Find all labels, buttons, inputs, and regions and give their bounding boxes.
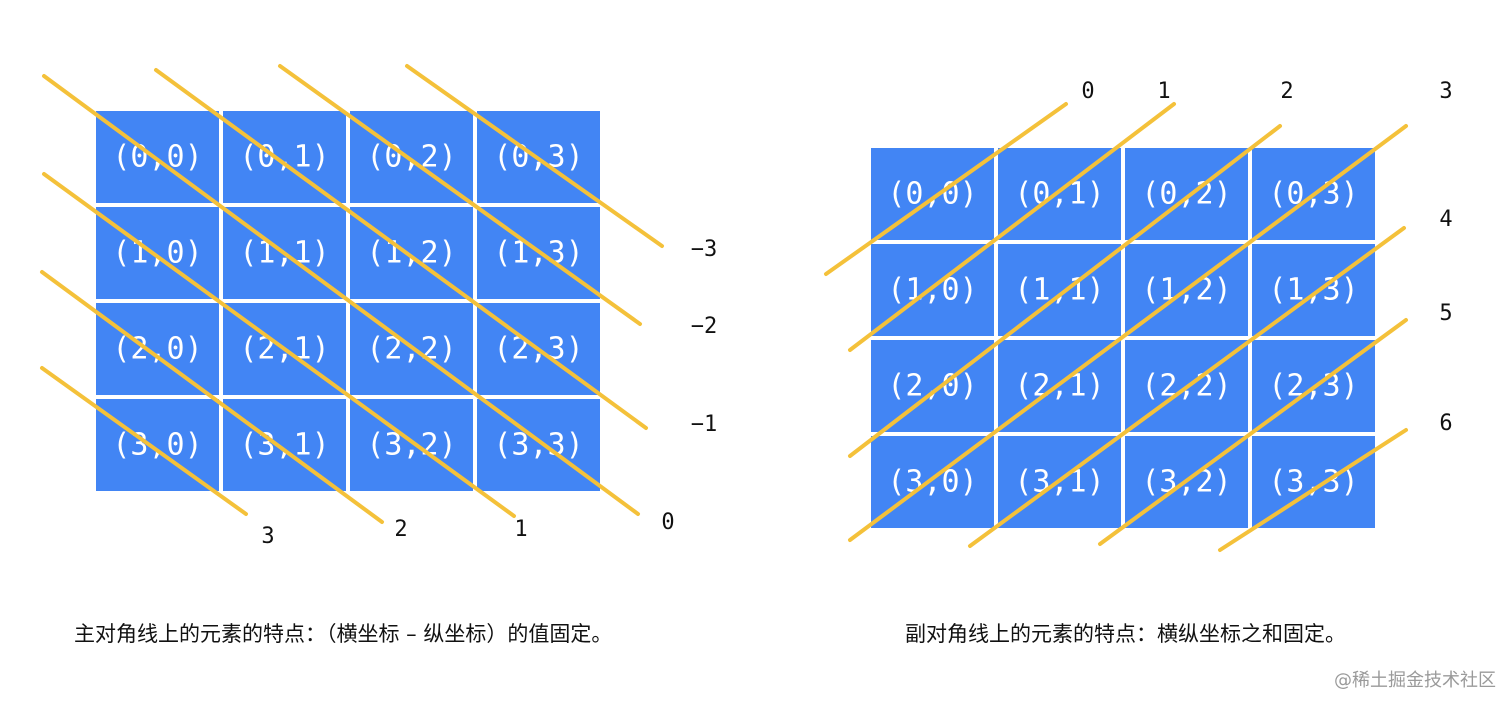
cell-label: (1,0) (887, 273, 977, 308)
anti-diagonal-label-3: 3 (1439, 79, 1452, 104)
anti-diagonal-line-2 (848, 124, 1282, 458)
anti-diagonal-label-5: 5 (1439, 301, 1452, 326)
cell-label: (3,3) (493, 428, 583, 463)
anti-diagonal-line-4 (968, 226, 1406, 548)
main-diagonal-line-0 (405, 64, 664, 248)
cell-box (96, 399, 219, 491)
cell-box (1252, 436, 1375, 528)
cell-box (1252, 244, 1375, 336)
main-diagonal-line-2 (154, 68, 648, 430)
anti-cell-0-1: (0,1) (998, 148, 1121, 240)
anti-diagonal-line-6 (1218, 428, 1408, 552)
anti-diagonal-labels: 0 1 2 3 4 5 6 (1081, 79, 1452, 436)
cell-label: (3,0) (112, 428, 202, 463)
anti-diagonal-line-1 (848, 102, 1176, 352)
cell-box (998, 244, 1121, 336)
cell-box (350, 207, 473, 299)
main-cell-1-2: (1,2) (350, 207, 473, 299)
cell-label: (0,2) (1141, 177, 1231, 212)
anti-cell-0-2: (0,2) (1125, 148, 1248, 240)
anti-diagonal-label-6: 6 (1439, 411, 1452, 436)
anti-diagonal-label-0: 0 (1081, 79, 1094, 104)
cell-box (96, 207, 219, 299)
anti-diagonal-label-2: 2 (1280, 79, 1293, 104)
cell-label: (1,3) (1268, 273, 1358, 308)
main-diagonal-line-6 (40, 366, 248, 516)
main-diagonal-label-6: 3 (261, 524, 274, 549)
main-diagonal-label-5: 2 (394, 517, 407, 542)
anti-diagonal-label-1: 1 (1157, 79, 1170, 104)
cell-box (1125, 148, 1248, 240)
cell-label: (0,0) (112, 140, 202, 175)
main-diagonal-label-0: −3 (691, 237, 718, 262)
anti-cell-1-1: (1,1) (998, 244, 1121, 336)
anti-diagonal-lines (824, 102, 1408, 552)
cell-label: (0,0) (887, 177, 977, 212)
cell-label: (2,0) (887, 369, 977, 404)
anti-diagonal-label-4: 4 (1439, 207, 1452, 232)
main-cell-3-1: (3,1) (223, 399, 346, 491)
cell-box (477, 399, 600, 491)
main-cell-3-3: (3,3) (477, 399, 600, 491)
cell-box (96, 303, 219, 395)
main-diagonal-label-3: 0 (661, 510, 674, 535)
main-cell-0-0: (0,0) (96, 111, 219, 203)
main-diagonal-line-1 (278, 64, 642, 326)
cell-label: (0,1) (239, 140, 329, 175)
anti-diagonal-line-0 (824, 102, 1068, 276)
main-cell-3-2: (3,2) (350, 399, 473, 491)
main-cell-1-0: (1,0) (96, 207, 219, 299)
cell-label: (1,0) (112, 236, 202, 271)
anti-cell-3-3: (3,3) (1252, 436, 1375, 528)
cell-box (223, 399, 346, 491)
cell-label: (0,2) (366, 140, 456, 175)
cell-box (223, 111, 346, 203)
main-diagonal-line-4 (42, 172, 516, 518)
main-diagonal-label-2: −1 (691, 412, 718, 437)
anti-cell-3-0: (3,0) (871, 436, 994, 528)
anti-cell-2-0: (2,0) (871, 340, 994, 432)
cell-box (871, 340, 994, 432)
main-diagonal-caption: 主对角线上的元素的特点：（横坐标 – 纵坐标）的值固定。 (74, 622, 613, 646)
main-diagonal-label-1: −2 (691, 314, 718, 339)
cell-label: (3,2) (366, 428, 456, 463)
cell-box (871, 148, 994, 240)
anti-cell-1-3: (1,3) (1252, 244, 1375, 336)
main-cell-3-0: (3,0) (96, 399, 219, 491)
cell-label: (1,1) (1014, 273, 1104, 308)
cell-label: (3,0) (887, 465, 977, 500)
watermark: @稀土掘金技术社区 (1334, 670, 1496, 691)
main-cell-2-0: (2,0) (96, 303, 219, 395)
main-diagonal-label-4: 1 (514, 517, 527, 542)
cell-box (871, 436, 994, 528)
main-diagonal-labels: −3 −2 −1 0 1 2 3 (261, 237, 717, 549)
cell-label: (0,1) (1014, 177, 1104, 212)
anti-diagonal-line-5 (1098, 318, 1408, 546)
cell-box (998, 148, 1121, 240)
cell-label: (1,2) (366, 236, 456, 271)
cell-label: (2,0) (112, 332, 202, 367)
cell-box (350, 399, 473, 491)
anti-diagonal-line-3 (848, 124, 1408, 542)
main-diagonal-lines (40, 64, 664, 524)
cell-label: (3,1) (239, 428, 329, 463)
anti-diagonal-caption: 副对角线上的元素的特点：横纵坐标之和固定。 (905, 622, 1346, 646)
anti-cell-0-0: (0,0) (871, 148, 994, 240)
main-diagonal-line-5 (40, 270, 384, 524)
main-cell-0-1: (0,1) (223, 111, 346, 203)
main-diagonal-line-3 (42, 74, 640, 516)
